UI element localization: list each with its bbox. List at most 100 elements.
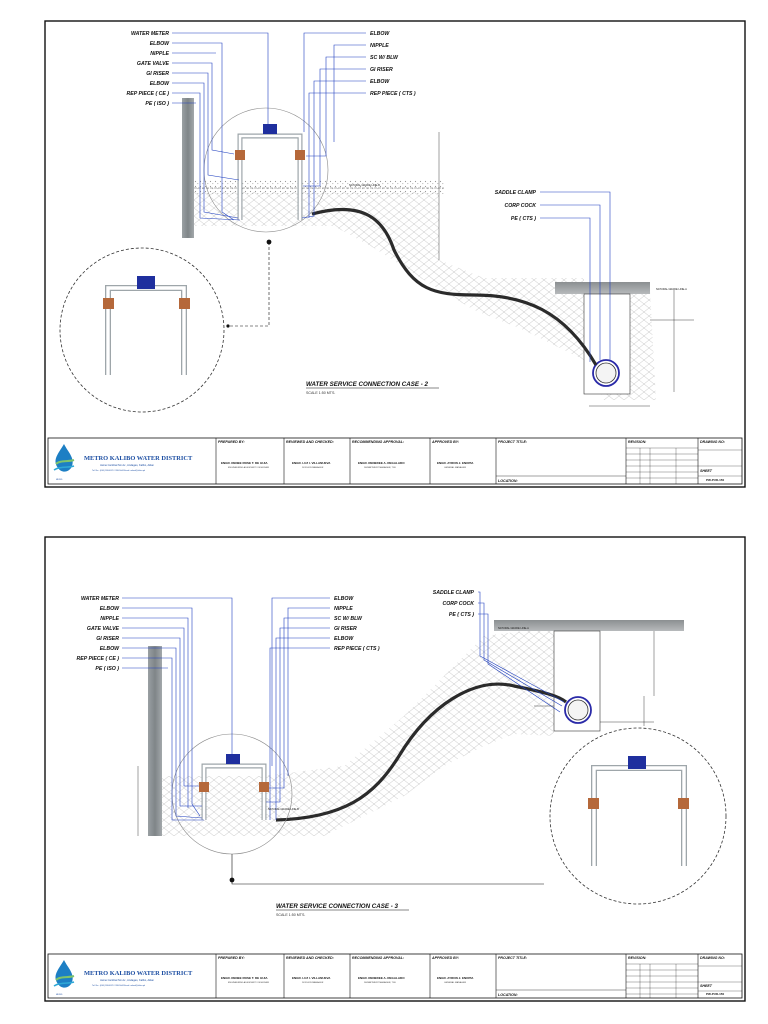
- detail-leader: [231, 854, 544, 885]
- callout-water-meter: WATER METER: [81, 596, 119, 602]
- callout-elbow-r: ELBOW: [370, 31, 390, 37]
- drawing-no-label: DRAWING NO:: [700, 440, 726, 444]
- drawing-no-label: DRAWING NO:: [700, 956, 726, 960]
- sheet-label: SHEET: [700, 469, 713, 473]
- drawing-title: WATER SERVICE CONNECTION CASE - 3: [276, 903, 398, 910]
- drawing-sheet-case-3: WATER METER ELBOW NIPPLE GATE VALVE GI R…: [44, 536, 746, 1002]
- detail-view: [59, 247, 225, 413]
- recommending-name: ENGR. RENEDEE A. REGALADO: [358, 976, 405, 980]
- callout-rep-piece-ce: REP PIECE ( CE ): [127, 91, 170, 97]
- callout-elbow: ELBOW: [150, 41, 170, 47]
- gate-valve-icon: [179, 298, 190, 309]
- approved-role: GENERAL MANAGER: [444, 466, 466, 469]
- callout-corp-cock: CORP COCK: [504, 203, 537, 209]
- callout-elbow-r: ELBOW: [334, 596, 354, 602]
- project-title-label: PROJECT TITLE:: [498, 440, 528, 444]
- callout-pe-iso: PE ( ISO ): [145, 101, 169, 107]
- service-pipe: [311, 207, 598, 366]
- reviewed-name: ENGR. LUZ I. VILLANUEVA: [292, 461, 331, 465]
- gate-valve-icon: [199, 782, 209, 792]
- gate-valve-icon: [678, 798, 689, 809]
- approved-label: APPROVED BY:: [431, 956, 460, 960]
- callout-elbow-r2: ELBOW: [334, 636, 354, 642]
- callout-rep-piece-cts: REP PIECE ( CTS ): [370, 91, 416, 97]
- leader-dot: [226, 324, 230, 328]
- callout-nipple: NIPPLE: [150, 51, 169, 57]
- callout-saddle-clamp: SADDLE CLAMP: [495, 190, 537, 196]
- water-drop-logo-icon: [53, 960, 75, 988]
- dimension-lines: [438, 132, 694, 407]
- prepared-by-name: ENGR. RENEE ROSE T. DE GUIA: [221, 461, 268, 465]
- prepared-by-label: PREPARED BY:: [218, 956, 245, 960]
- callout-gi-riser-r: GI RISER: [334, 626, 357, 632]
- sheet-label: SHEET: [700, 984, 713, 988]
- title-block: MKWD METRO KALIBO WATER DISTRICT Jaime C…: [47, 437, 743, 485]
- soil-profile: [154, 631, 554, 836]
- callout-gi-riser: GI RISER: [146, 71, 169, 77]
- project-title-label: PROJECT TITLE:: [498, 956, 528, 960]
- callout-pe-cts: PE ( CTS ): [449, 612, 474, 618]
- gate-valve-icon: [103, 298, 114, 309]
- callout-pe-iso: PE ( ISO ): [95, 666, 119, 672]
- grade-line-b-label: NATURAL GRADE LINE-B: [268, 807, 299, 811]
- water-meter-icon: [628, 756, 646, 769]
- approved-label: APPROVED BY:: [431, 440, 460, 444]
- callout-elbow: ELBOW: [100, 606, 120, 612]
- concrete-wall: [148, 646, 162, 836]
- callout-gi-riser-r: GI RISER: [370, 67, 393, 73]
- org-logo-text: MKWD: [56, 479, 63, 481]
- gate-valve-icon: [588, 798, 599, 809]
- grade-line-a-label: NATURAL GRADE LINE-A: [498, 626, 529, 630]
- org-contact: Tel. No.: (036) 268-6370 / 268-5044 Emai…: [92, 470, 145, 472]
- callout-elbow-r2: ELBOW: [370, 79, 390, 85]
- gate-valve-icon: [295, 150, 305, 160]
- org-name: METRO KALIBO WATER DISTRICT: [84, 970, 193, 977]
- revision-label: REVISION:: [628, 440, 647, 444]
- callouts-right: ELBOW NIPPLE SC W/ BLW GI RISER ELBOW RE…: [301, 31, 416, 219]
- callout-corp-cock: CORP COCK: [442, 601, 475, 607]
- org-address: Jaime Cardinal Sin Av., Andagao, Kalibo,…: [100, 978, 155, 982]
- drawing-scale: SCALE 1:50 MTS.: [276, 913, 305, 917]
- gate-valve-icon: [235, 150, 245, 160]
- water-meter-icon: [226, 754, 240, 764]
- water-drop-logo-icon: [53, 444, 75, 472]
- org-name: METRO KALIBO WATER DISTRICT: [84, 455, 193, 462]
- detail-leader: [228, 242, 270, 327]
- reviewed-name: ENGR. LUZ I. VILLANUEVA: [292, 976, 331, 980]
- leader-dot: [266, 239, 272, 245]
- main-pipe-inner: [567, 699, 589, 721]
- prepared-by-name: ENGR. RENEE ROSE T. DE GUIA: [221, 976, 268, 980]
- concrete-wall: [182, 98, 194, 238]
- callout-saddle-clamp: SADDLE CLAMP: [433, 590, 475, 596]
- callout-nipple-r: NIPPLE: [334, 606, 353, 612]
- callout-elbow-2: ELBOW: [150, 81, 170, 87]
- meter-assembly: [199, 754, 269, 820]
- drawing-scale: SCALE 1:50 MTS.: [306, 391, 335, 395]
- callout-rep-piece-cts: REP PIECE ( CTS ): [334, 646, 380, 652]
- callout-gate-valve: GATE VALVE: [87, 626, 120, 632]
- approved-name: ENGR. AYRON J. ENOPIA: [437, 461, 474, 465]
- recommending-role: DEPARTMENT MANAGER, TSD: [364, 466, 396, 469]
- main-pipe-inner: [595, 362, 617, 384]
- title-block: MKWD METRO KALIBO WATER DISTRICT Jaime C…: [47, 953, 743, 999]
- grade-line-a-label: NATURAL GRADE LINE-A: [656, 287, 687, 291]
- grade-line-b-label: NATURAL GRADE LINE-B: [349, 183, 380, 187]
- callouts-left: WATER METER ELBOW NIPPLE GATE VALVE GI R…: [77, 596, 233, 821]
- prepared-by-role: ENGINEERING ASSISTANT / DESIGNER: [228, 981, 269, 984]
- sheet-1-drawing: WATER METER ELBOW NIPPLE GATE VALVE GI R…: [44, 20, 746, 488]
- callouts-main: SADDLE CLAMP CORP COCK PE ( CTS ): [433, 590, 565, 713]
- reviewed-role: DIVISION MANAGER: [302, 981, 324, 984]
- org-address: Jaime Cardinal Sin Av., Andagao, Kalibo,…: [100, 463, 155, 467]
- callouts-right: ELBOW NIPPLE SC W/ BLW GI RISER ELBOW RE…: [266, 596, 380, 820]
- detail-view: [549, 727, 727, 905]
- drawing-title: WATER SERVICE CONNECTION CASE - 2: [306, 381, 428, 388]
- prepared-by-role: ENGINEERING ASSISTANT / DESIGNER: [228, 466, 269, 469]
- callout-sc-blw: SC W/ BLW: [370, 55, 399, 61]
- callout-gi-riser: GI RISER: [96, 636, 119, 642]
- recommending-label: RECOMMENDING APPROVAL:: [352, 440, 405, 444]
- recommending-name: ENGR. RENEDEE A. REGALADO: [358, 461, 405, 465]
- dimension-lines: [137, 631, 655, 836]
- reviewed-role: DIVISION MANAGER: [302, 466, 324, 469]
- callout-water-meter: WATER METER: [131, 31, 169, 37]
- callouts-main: SADDLE CLAMP CORP COCK PE ( CTS ): [495, 190, 611, 362]
